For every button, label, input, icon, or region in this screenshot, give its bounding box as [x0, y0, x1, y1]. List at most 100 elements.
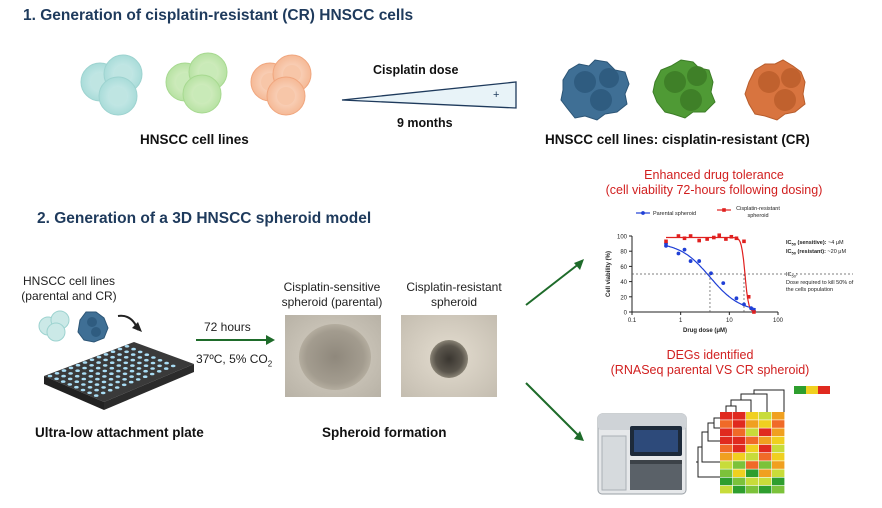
heatmap-cell: [733, 453, 746, 461]
sensitive-spheroid-label-line1: Cisplatin-sensitive: [283, 280, 381, 294]
resistant-spheroid-image: [401, 315, 497, 397]
plate-well: [150, 361, 156, 365]
drug-tolerance-title: Enhanced drug tolerance (cell viability …: [598, 168, 830, 198]
plate-well: [107, 388, 113, 392]
data-point-resistant: [724, 237, 728, 241]
plate-well: [60, 380, 66, 383]
cell-lines-label-line2: (parental and CR): [21, 289, 117, 303]
plate-well: [149, 372, 155, 376]
data-point-parental: [734, 296, 739, 301]
data-point-resistant: [729, 234, 734, 239]
plate-well: [124, 350, 129, 354]
plate-well: [110, 355, 115, 359]
sequencer-machine-icon: [597, 413, 687, 495]
heatmap-cell: [772, 461, 785, 469]
heatmap-color-scale: [794, 386, 830, 394]
plate-well: [103, 353, 109, 356]
plate-well: [128, 380, 134, 384]
plate-well: [129, 375, 134, 378]
plate-well: [129, 369, 135, 373]
heatmap-cell: [772, 444, 785, 453]
plate-well: [116, 364, 122, 367]
plate-well: [137, 361, 142, 365]
plate-well: [157, 359, 163, 362]
plate-well: [100, 391, 106, 395]
plate-well: [156, 370, 162, 373]
heatmap-cell: [746, 436, 759, 445]
heatmap-cell: [720, 453, 733, 461]
plate-well: [87, 391, 92, 395]
plate-well: [123, 367, 128, 370]
nine-months-label: 9 months: [397, 116, 453, 130]
plate-well: [123, 361, 129, 365]
dose-wedge: [341, 81, 517, 109]
plate-well: [74, 385, 79, 389]
resistant-spheroid-label: Cisplatin-resistant spheroid: [394, 280, 514, 310]
heatmap-cell: [733, 444, 746, 453]
heatmap-cell: [720, 436, 733, 445]
plate-well: [109, 366, 115, 370]
heatmap-cell: [720, 485, 733, 494]
heatmap-cell: [759, 461, 772, 469]
x-tick-label: 100: [773, 318, 784, 324]
heatmap-cell: [759, 420, 772, 428]
section1-title: 1. Generation of cisplatin-resistant (CR…: [23, 7, 414, 24]
x-tick-label: 10: [726, 318, 733, 324]
blue-resistant-cell-cluster-icon: [560, 59, 630, 121]
data-point-resistant: [697, 238, 701, 243]
plate-well: [124, 345, 130, 348]
hnscc-cell-lines-label: HNSCC cell lines: [140, 132, 249, 147]
data-point-resistant: [717, 233, 722, 238]
heatmap-cell: [772, 477, 785, 486]
data-point-resistant: [742, 239, 746, 244]
plate-well: [94, 388, 99, 392]
plate-well: [82, 361, 88, 364]
plate-well: [74, 374, 80, 378]
plate-well: [89, 358, 95, 362]
plate-well: [109, 361, 115, 364]
parental-cells-illustration: [80, 52, 312, 116]
data-point-parental: [682, 247, 687, 252]
data-point-parental: [742, 302, 746, 307]
heatmap-cell: [746, 469, 759, 477]
drug-tolerance-title-line2: (cell viability 72-hours following dosin…: [605, 183, 823, 197]
cisplatin-dose-label: Cisplatin dose: [373, 63, 459, 77]
heatmap-cell: [746, 420, 759, 428]
heatmap-cell: [772, 453, 785, 461]
data-point-parental: [688, 259, 693, 263]
plate-well: [103, 358, 108, 362]
fit-curve-series-2: [666, 236, 756, 313]
heatmap-cell: [746, 412, 759, 420]
plate-well: [123, 356, 129, 359]
y-tick-label: 20: [620, 295, 627, 301]
data-point-resistant: [705, 237, 709, 241]
plate-well: [108, 377, 114, 381]
y-tick-label: 100: [617, 235, 628, 241]
plate-well: [101, 386, 106, 389]
plate-well: [93, 394, 99, 397]
legend-resistant-label-1: Cisplatin-resistant: [736, 206, 780, 212]
deg-illustration: [597, 386, 830, 495]
plate-well: [115, 380, 120, 384]
incubation-conditions-text: 37ºC, 5% CO: [196, 352, 268, 366]
cell-lines-label-line1: HNSCC cell lines: [22, 274, 116, 288]
drug-tolerance-title-line1: Enhanced drug tolerance: [644, 168, 784, 182]
plate-well: [136, 367, 142, 370]
plate-well: [94, 383, 100, 386]
plate-well: [137, 350, 143, 354]
data-point-resistant: [688, 234, 693, 238]
plate-well: [81, 372, 87, 375]
plate-well: [170, 364, 176, 368]
ultra-low-attachment-plate-label: Ultra-low attachment plate: [35, 425, 204, 440]
plate-well: [68, 372, 73, 375]
heatmap-cell: [746, 453, 759, 461]
plate-well: [110, 350, 116, 353]
heatmap-cell: [746, 485, 759, 494]
plate-well: [89, 364, 94, 367]
plate-illustration: [38, 310, 194, 410]
data-point-parental: [676, 251, 681, 256]
heatmap-cell: [733, 420, 746, 428]
heatmap-cell: [720, 477, 733, 486]
heatmap-cell: [772, 469, 785, 477]
